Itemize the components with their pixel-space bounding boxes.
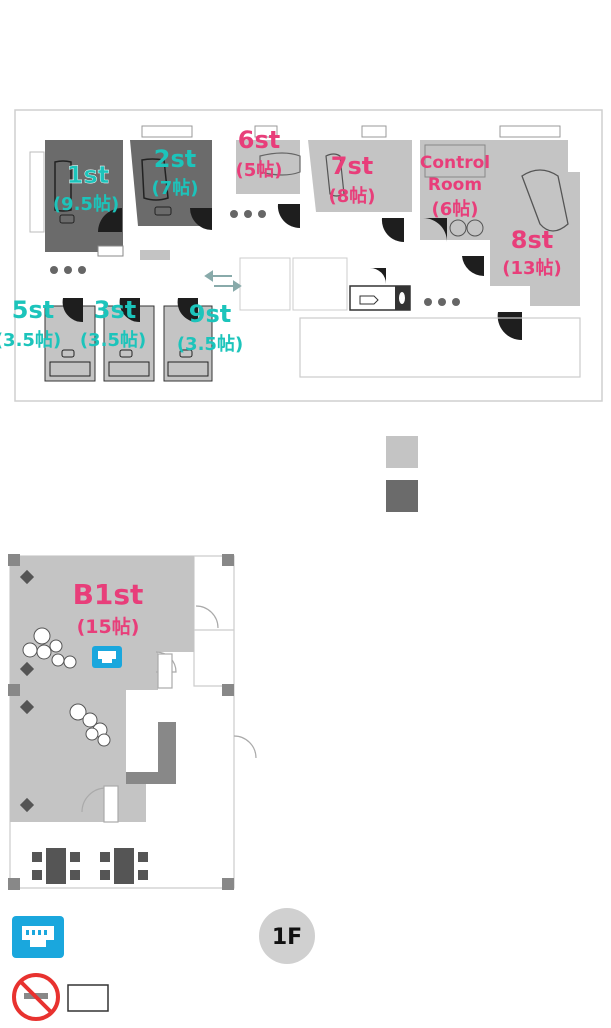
no-smoking-area-swatch	[67, 984, 109, 1012]
lower-pillars	[8, 554, 234, 890]
label-9st: 9st	[189, 300, 231, 328]
floor-badge: 1F	[259, 908, 315, 964]
wall-speakers	[19, 569, 35, 813]
size-2st: (7帖)	[152, 177, 199, 199]
label-3st: 3st	[94, 296, 136, 324]
lan-port-icon	[92, 646, 122, 668]
room-1st[interactable]	[29, 140, 124, 257]
label-1st: 1st	[67, 161, 109, 189]
lower-doors	[81, 605, 257, 823]
size-9st: (3.5帖)	[177, 333, 243, 355]
corridor-box-2	[292, 257, 348, 311]
light-room-swatch	[386, 436, 418, 468]
room-2st[interactable]	[130, 125, 212, 230]
stairs	[140, 250, 170, 260]
swing-door-arrows	[204, 270, 242, 292]
size-control: (6帖)	[432, 198, 479, 220]
room-6st[interactable]	[236, 125, 301, 229]
label-6st: 6st	[238, 126, 280, 154]
legend-lan-port-icon	[12, 916, 64, 958]
size-6st: (5帖)	[236, 159, 283, 181]
label-7st: 7st	[331, 152, 373, 180]
corridor-box-1	[239, 257, 291, 311]
label-2st: 2st	[154, 145, 196, 173]
room-control[interactable]	[420, 140, 492, 277]
upper-floor-outline	[14, 109, 603, 402]
toilet-room[interactable]	[349, 268, 411, 311]
room-7st[interactable]	[308, 125, 412, 243]
size-3st: (3.5帖)	[80, 329, 146, 351]
lobby-tables	[32, 848, 148, 884]
label-b1st: B1st	[73, 578, 144, 611]
lounge-area	[299, 317, 581, 378]
dots-2st	[230, 210, 266, 218]
no-smoking-icon	[12, 973, 60, 1021]
label-control-1: Control	[420, 153, 490, 173]
size-8st: (13帖)	[502, 257, 562, 279]
drum-kit-1	[22, 627, 77, 669]
svg-text:1F: 1F	[272, 925, 302, 950]
room-3st[interactable]	[103, 298, 155, 382]
size-7st: (8帖)	[329, 185, 376, 207]
drum-kit-2	[69, 703, 111, 747]
room-8st[interactable]	[490, 125, 580, 341]
dark-room-swatch	[386, 480, 418, 512]
label-8st: 8st	[511, 226, 553, 254]
size-5st: (3.5帖)	[0, 329, 61, 351]
size-b1st: (15帖)	[77, 615, 140, 638]
dots-1st	[50, 266, 86, 274]
room-9st[interactable]	[163, 298, 213, 382]
dots-8st	[424, 298, 460, 306]
label-5st: 5st	[12, 296, 54, 324]
label-control-2: Room	[428, 175, 482, 195]
room-5st[interactable]	[44, 298, 96, 382]
size-1st: (9.5帖)	[53, 193, 119, 215]
